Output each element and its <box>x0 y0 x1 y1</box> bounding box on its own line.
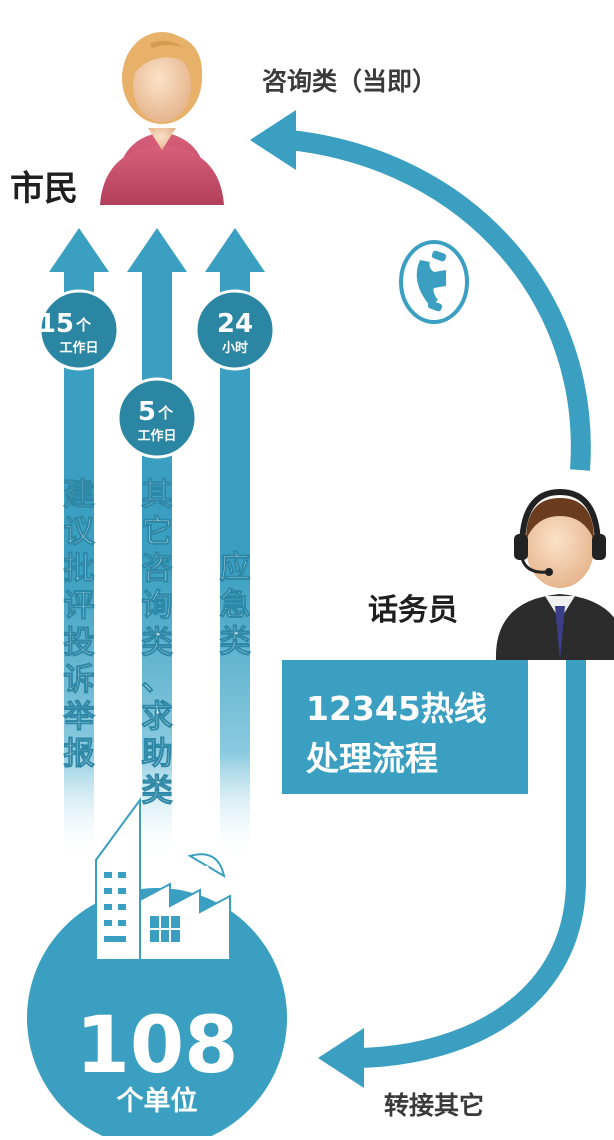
badge-consult-unit: 个 <box>157 404 174 422</box>
arrow-emergency-text: 应急类 <box>219 550 251 661</box>
arrow-text-char: 评 <box>64 588 95 624</box>
arrow-text-char: 批 <box>64 551 95 587</box>
arrow-text-char: 它 <box>142 514 173 550</box>
badge-suggestion-period: 工作日 <box>59 340 98 356</box>
badge-suggestion-unit: 个 <box>75 316 92 334</box>
badge-consult: 5 个 工作日 <box>116 377 198 459</box>
badge-suggestion: 15 个 工作日 <box>38 289 120 371</box>
arrow-text-char: 应 <box>220 550 251 586</box>
arrow-text-char: 投 <box>64 625 95 661</box>
arrow-text-char: 询 <box>142 588 173 624</box>
badge-consult-number: 5 <box>138 397 156 427</box>
arrow-text-char: 类 <box>142 625 173 661</box>
consult-return-arrow <box>250 110 591 471</box>
operator-label: 话务员 <box>368 593 458 628</box>
transfer-arrow <box>318 660 586 1088</box>
units-number: 108 <box>76 1001 239 1091</box>
badge-consult-period: 工作日 <box>137 428 176 444</box>
arrow-text-char: 求 <box>142 699 173 735</box>
arrow-consult <box>127 228 187 860</box>
title-line2: 处理流程 <box>305 739 438 778</box>
citizen-label: 市民 <box>10 169 78 209</box>
arrow-text-char: 报 <box>64 736 95 772</box>
transfer-flow-label: 转接其它 <box>384 1091 484 1120</box>
title-line1: 12345热线 <box>306 689 487 728</box>
citizen-avatar-icon <box>100 32 224 205</box>
phone-icon <box>399 240 469 324</box>
arrow-text-char: 议 <box>64 514 96 550</box>
title-box: 12345热线 处理流程 <box>282 660 528 794</box>
arrow-text-char: 建 <box>64 477 95 513</box>
arrow-text-char: 诉 <box>64 662 95 698</box>
consult-flow-label: 咨询类（当即） <box>262 67 437 96</box>
arrow-text-char: 类 <box>220 624 251 660</box>
arrow-text-char: 急 <box>220 587 251 623</box>
operator-headset-icon <box>495 488 614 660</box>
badge-emergency-period: 小时 <box>222 340 248 356</box>
units-caption: 个单位 <box>117 1085 198 1117</box>
arrow-text-char: 咨 <box>142 551 173 587</box>
badge-emergency-number: 24 <box>217 309 253 339</box>
arrow-text-char: 类 <box>142 773 173 809</box>
badge-suggestion-number: 15 <box>38 309 74 339</box>
arrow-text-char: 助 <box>142 736 173 772</box>
badge-emergency: 24 小时 <box>194 289 276 371</box>
arrow-text-char: 其 <box>142 477 173 513</box>
office-building-icon <box>95 796 231 961</box>
arrow-text-char: 举 <box>63 699 96 735</box>
arrow-text-char: 、 <box>142 662 173 698</box>
